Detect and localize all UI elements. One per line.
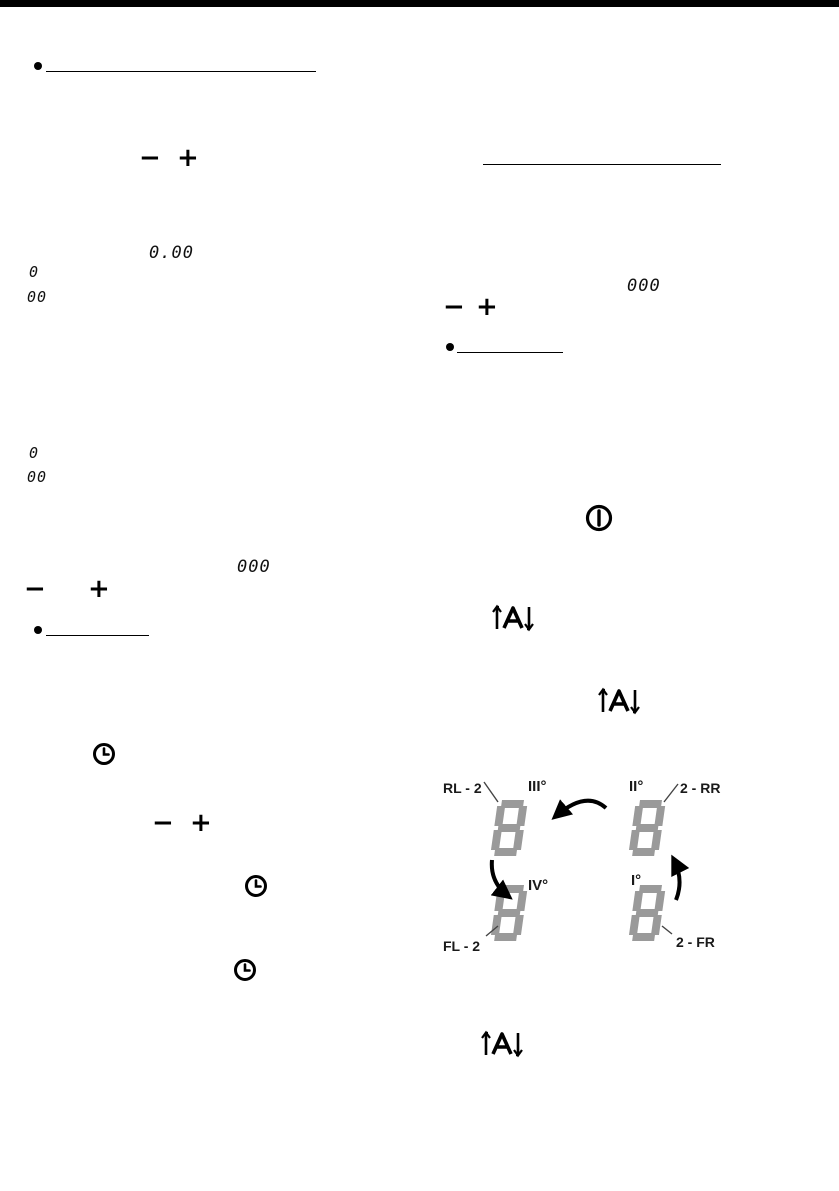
zone-digit-fr [628,885,666,941]
minus-key-symbol: − [139,143,161,173]
display-symbol: 00 [27,288,48,306]
plus-key-symbol: + [190,808,212,838]
display-symbol: 000 [237,557,271,577]
display-symbol: 00 [27,468,48,486]
zone-digit-fl [490,885,528,941]
section-heading-underline-4 [457,352,563,353]
section-heading-underline-3 [483,164,721,165]
sequence-arrow [551,798,608,820]
zone-digit-rr [628,800,666,856]
section-bullet-3 [446,343,454,351]
order-label-second: II° [629,778,644,795]
minus-key-symbol: − [24,574,46,604]
leader-line [663,783,679,803]
power-icon [585,504,613,532]
zone-sequence-diagram [483,781,690,941]
section-heading-underline-2 [46,635,149,636]
plus-key-symbol: + [177,143,199,173]
leader-line [483,781,499,803]
zone-label-fl: FL - 2 [443,938,481,954]
zone-label-rl: RL - 2 [443,780,482,796]
display-symbol: 0 [29,444,40,462]
order-label-fourth: IV° [528,877,549,894]
plus-key-symbol: + [476,292,498,322]
display-symbol: 0.00 [149,243,194,263]
zone-label-fr: 2 - FR [676,934,715,950]
leader-line [661,925,673,935]
leader-line [485,925,499,937]
page-top-rule [0,0,839,7]
order-label-first: I° [631,872,642,889]
timer-clock-icon [245,875,267,897]
display-symbol: 000 [627,276,661,296]
section-heading-underline-1 [46,71,316,72]
sequence-arrow [489,859,513,900]
zone-digit-rl [490,800,528,856]
auto-a-icon [481,1030,523,1058]
section-bullet-2 [34,626,42,634]
section-bullet-1 [34,62,42,70]
plus-key-symbol: + [88,574,110,604]
minus-key-symbol: − [443,292,465,322]
auto-a-icon [492,604,534,632]
timer-clock-icon [93,743,115,765]
order-label-third: III° [528,778,547,795]
minus-key-symbol: − [152,808,174,838]
display-symbol: 0 [29,263,40,281]
sequence-arrow [671,854,690,901]
zone-label-rr: 2 - RR [680,780,721,796]
auto-a-icon [598,687,640,715]
timer-clock-icon [234,959,256,981]
